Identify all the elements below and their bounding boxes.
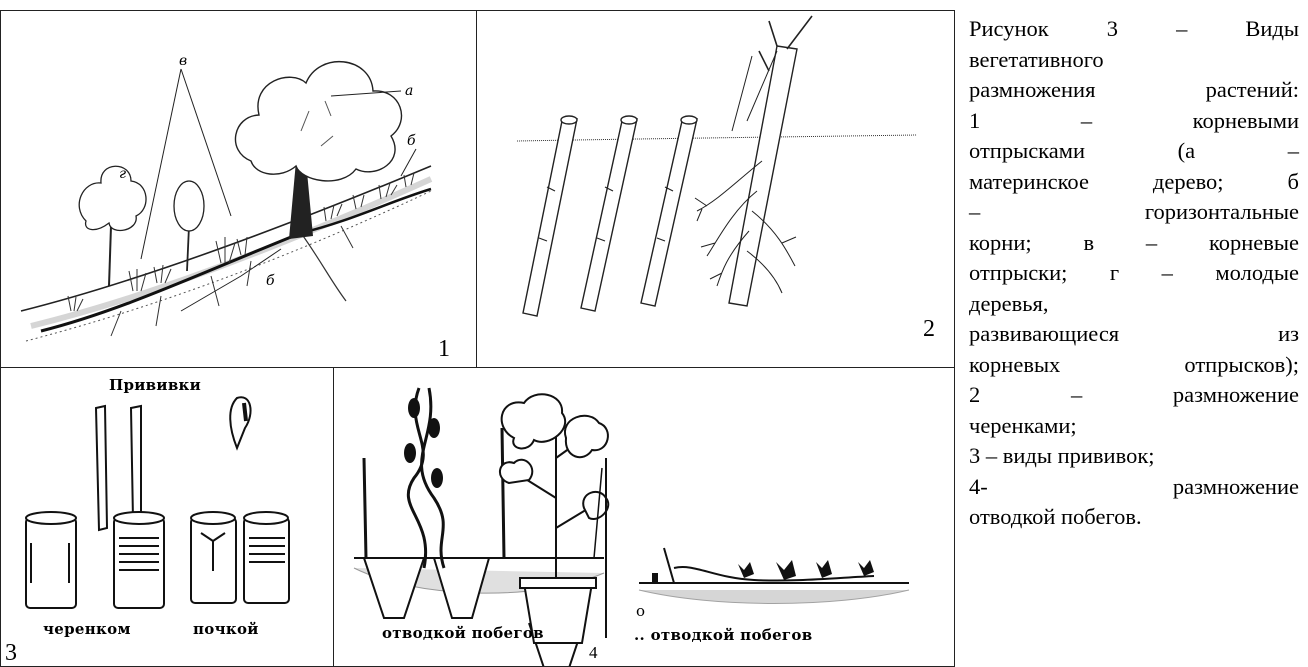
caption-line: размножения растений: bbox=[969, 75, 1299, 106]
figure-panel-root-suckers: а б б в г 1 bbox=[0, 10, 477, 368]
layering-illustration bbox=[334, 368, 955, 667]
label-g: г bbox=[119, 166, 126, 182]
caption-line: 2 – размножение bbox=[969, 380, 1299, 411]
caption-line: корни; в – корневые bbox=[969, 228, 1299, 259]
caption-line: Рисунок 3 – Виды bbox=[969, 14, 1299, 45]
figure-panel-grafting: Прививки черенком почкой 3 bbox=[0, 367, 334, 667]
panel-number-4: 4 bbox=[589, 644, 598, 661]
panel-number-1: 1 bbox=[438, 337, 450, 361]
caption-line: 1 – корневыми bbox=[969, 106, 1299, 137]
figure-panel-cuttings: 2 bbox=[476, 10, 955, 368]
caption-line: отпрысками (а – bbox=[969, 136, 1299, 167]
label-b-bottom: б bbox=[266, 273, 275, 289]
caption-line: черенками; bbox=[969, 411, 1299, 442]
caption-line: развивающиеся из bbox=[969, 319, 1299, 350]
caption-line: отводкой побегов. bbox=[969, 502, 1299, 533]
figure-panel-layering: отводкой побегов .. отводкой побегов о 4 bbox=[333, 367, 955, 667]
caption-line: 4- размножение bbox=[969, 472, 1299, 503]
panel-number-2: 2 bbox=[923, 317, 935, 341]
layering-label-right: .. отводкой побегов bbox=[634, 626, 812, 644]
figure-caption: Рисунок 3 – Виды вегетативного размножен… bbox=[969, 14, 1299, 533]
panel-number-3: 3 bbox=[5, 641, 17, 665]
caption-line: – горизонтальные bbox=[969, 197, 1299, 228]
caption-line: отпрыски; г – молодые bbox=[969, 258, 1299, 289]
caption-line: 3 – виды прививок; bbox=[969, 441, 1299, 472]
label-b-top: б bbox=[407, 133, 416, 149]
caption-line: материнское дерево; б bbox=[969, 167, 1299, 198]
caption-line: корневых отпрысков); bbox=[969, 350, 1299, 381]
root-suckers-illustration bbox=[1, 11, 477, 368]
caption-line: деревья, bbox=[969, 289, 1299, 320]
grafting-label-bud: почкой bbox=[193, 620, 259, 638]
layering-label-left: отводкой побегов bbox=[382, 624, 544, 642]
cuttings-illustration bbox=[477, 11, 955, 368]
grafting-label-cutting: черенком bbox=[43, 620, 131, 638]
layering-label-fragment: о bbox=[636, 602, 645, 620]
label-a: а bbox=[405, 83, 413, 99]
caption-line: вегетативного bbox=[969, 45, 1299, 76]
label-v: в bbox=[179, 53, 187, 69]
